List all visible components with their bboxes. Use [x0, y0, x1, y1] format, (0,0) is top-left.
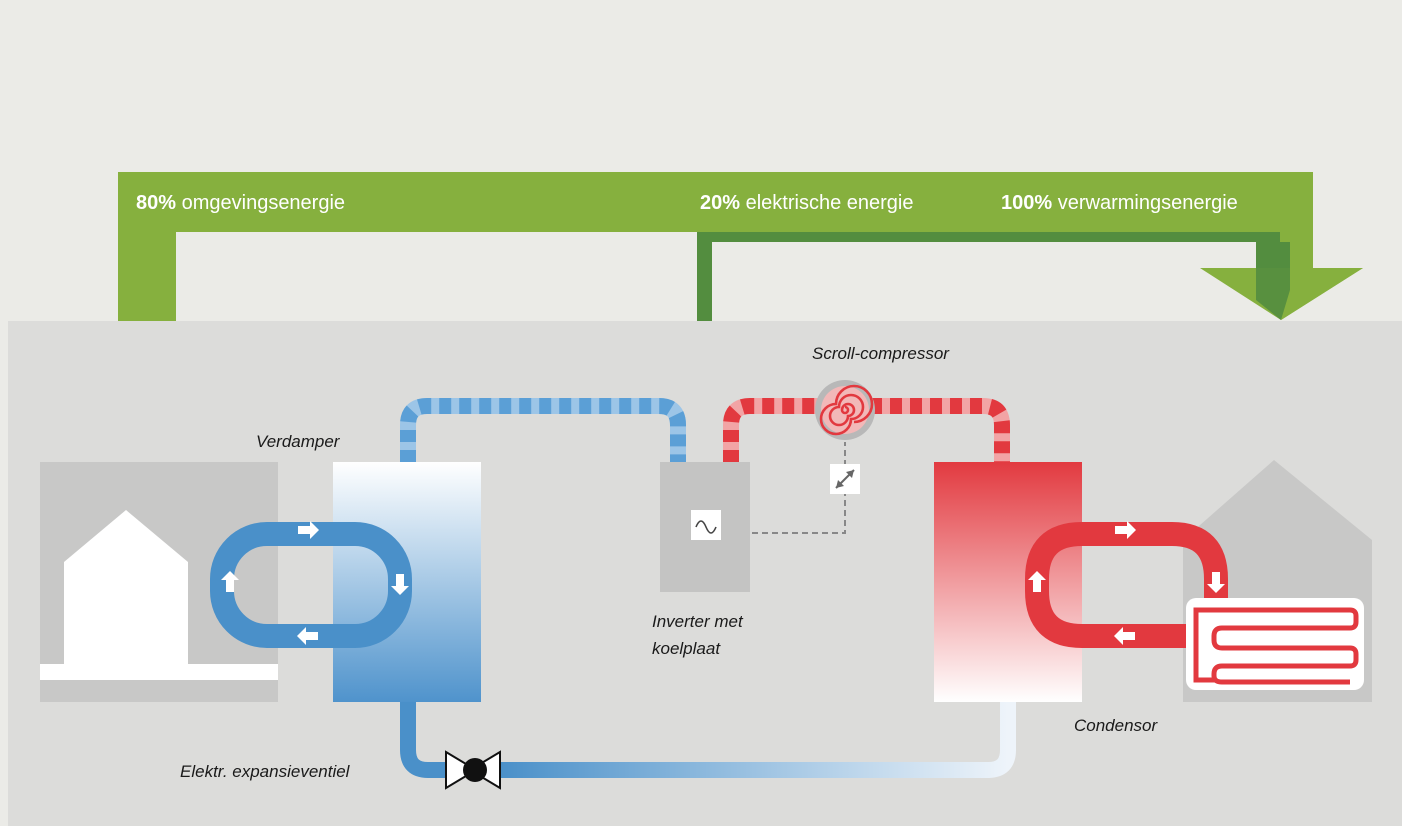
electric-energy-label: 20% elektrische energie [700, 190, 913, 216]
evaporator-loop [210, 521, 412, 648]
electric-energy-pct: 20% [700, 192, 741, 214]
heating-energy-pct: 100% [1001, 192, 1053, 214]
inverter [660, 462, 750, 592]
inverter-label-line1: Inverter met [652, 612, 743, 631]
electric-energy-text: elektrische energie [745, 192, 914, 214]
ambient-energy-band [118, 172, 1363, 321]
floor-heating-coil [1186, 598, 1364, 690]
control-line [752, 496, 846, 534]
suction-pipe [400, 398, 686, 462]
liquid-pipe [400, 702, 1016, 778]
electric-energy-band [697, 232, 1256, 321]
expansion-valve [445, 750, 501, 790]
energy-flow-bands [118, 172, 1363, 321]
heating-energy-text: verwarmingsenergie [1057, 192, 1238, 214]
resize-icon [830, 464, 860, 494]
condenser [934, 462, 1082, 702]
sine-icon [695, 520, 717, 534]
inverter-label-line2: koelplaat [652, 639, 721, 658]
discharge-pipe [723, 398, 1010, 462]
ambient-energy-text: omgevingsenergie [181, 192, 346, 214]
ambient-energy-pct: 80% [136, 192, 177, 214]
heating-energy-label: 100% verwarmingsenergie [1001, 190, 1238, 216]
scroll-compressor [815, 380, 875, 440]
evaporator-label: Verdamper [256, 432, 340, 451]
condenser-label: Condensor [1074, 716, 1158, 735]
compressor-label: Scroll-compressor [812, 344, 949, 363]
ambient-energy-label: 80% omgevingsenergie [136, 190, 345, 216]
outdoor-unit-building [40, 462, 278, 702]
expansion-valve-label: Elektr. expansieventiel [180, 762, 350, 781]
